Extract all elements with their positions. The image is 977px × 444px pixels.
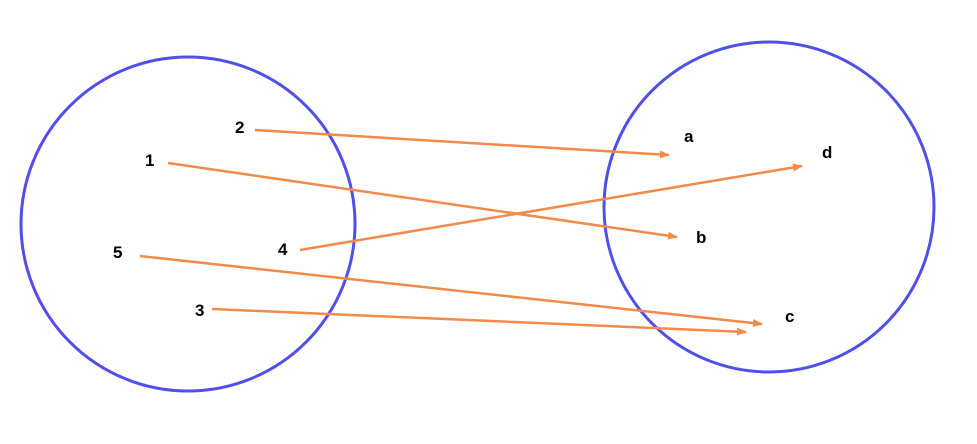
arrow-3-to-c xyxy=(211,307,747,336)
domain-element-4: 4 xyxy=(278,240,288,259)
codomain-element-a: a xyxy=(684,127,694,146)
domain-element-1: 1 xyxy=(145,151,154,170)
arrow-2-to-a xyxy=(254,128,670,159)
codomain-element-d: d xyxy=(822,143,832,162)
domain-element-5: 5 xyxy=(113,243,122,262)
arrow-5-to-c xyxy=(139,254,763,327)
domain-element-2: 2 xyxy=(235,118,244,137)
codomain-element-b: b xyxy=(696,228,706,247)
arrow-4-to-d xyxy=(299,163,803,252)
domain-element-3: 3 xyxy=(195,301,204,320)
codomain-set-circle xyxy=(602,40,936,374)
domain-set-circle xyxy=(19,55,357,393)
codomain-element-c: c xyxy=(785,307,794,326)
arrow-1-to-b xyxy=(167,161,678,240)
